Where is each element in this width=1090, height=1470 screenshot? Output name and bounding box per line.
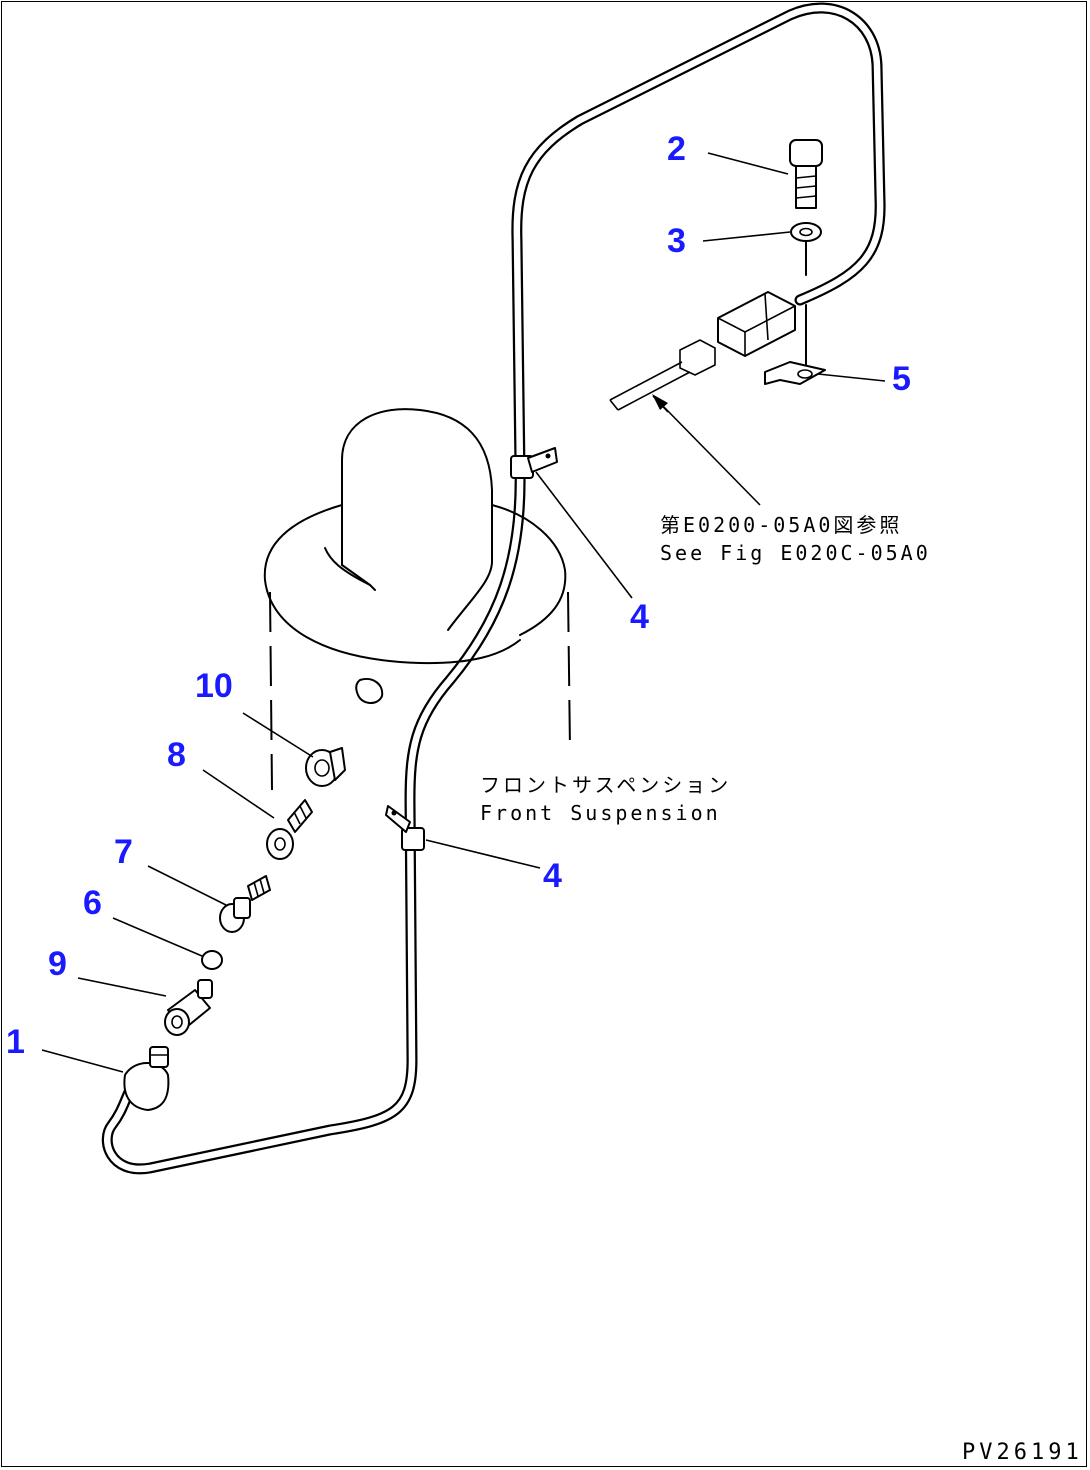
callout-8: 8 xyxy=(167,736,186,774)
front-suspension-label-jp: フロントサスペンション xyxy=(480,773,731,797)
callout-4-upper: 4 xyxy=(630,598,649,636)
front-suspension-body xyxy=(263,408,571,791)
bolt-part xyxy=(789,139,823,209)
reference-note-jp: 第E0200-05A0図参照 xyxy=(660,513,902,537)
callout-3: 3 xyxy=(667,222,686,260)
tee-part xyxy=(266,799,313,860)
callout-5: 5 xyxy=(892,360,911,398)
nipple-part xyxy=(219,875,271,933)
drawing-number: PV26191 xyxy=(962,1440,1083,1465)
switch-part xyxy=(123,1046,170,1111)
reference-note-en: See Fig E020C-05A0 xyxy=(660,541,931,565)
callout-10: 10 xyxy=(195,667,233,705)
o-ring-part xyxy=(201,950,223,970)
washer-part xyxy=(790,222,822,366)
adapter-part xyxy=(164,979,213,1036)
callout-2: 2 xyxy=(667,130,686,168)
harness-connector xyxy=(717,291,796,357)
callout-7: 7 xyxy=(114,833,133,871)
annotation-notes: 第E0200-05A0図参照 See Fig E020C-05A0 フロントサス… xyxy=(480,513,931,825)
wire-harness xyxy=(101,2,886,1175)
front-suspension-label-en: Front Suspension xyxy=(480,801,721,825)
mating-connector xyxy=(609,339,716,411)
callout-6: 6 xyxy=(83,884,102,922)
callout-1: 1 xyxy=(6,1023,25,1061)
callout-9: 9 xyxy=(48,945,67,983)
nut-part xyxy=(305,678,384,787)
bracket-part xyxy=(764,361,826,385)
leader-lines xyxy=(41,152,886,1073)
callout-numbers: 2 3 5 4 10 8 4 7 6 9 1 xyxy=(6,130,911,1061)
clamp-lower xyxy=(385,805,425,851)
clamp-upper xyxy=(510,447,558,479)
callout-4-lower: 4 xyxy=(543,857,562,895)
